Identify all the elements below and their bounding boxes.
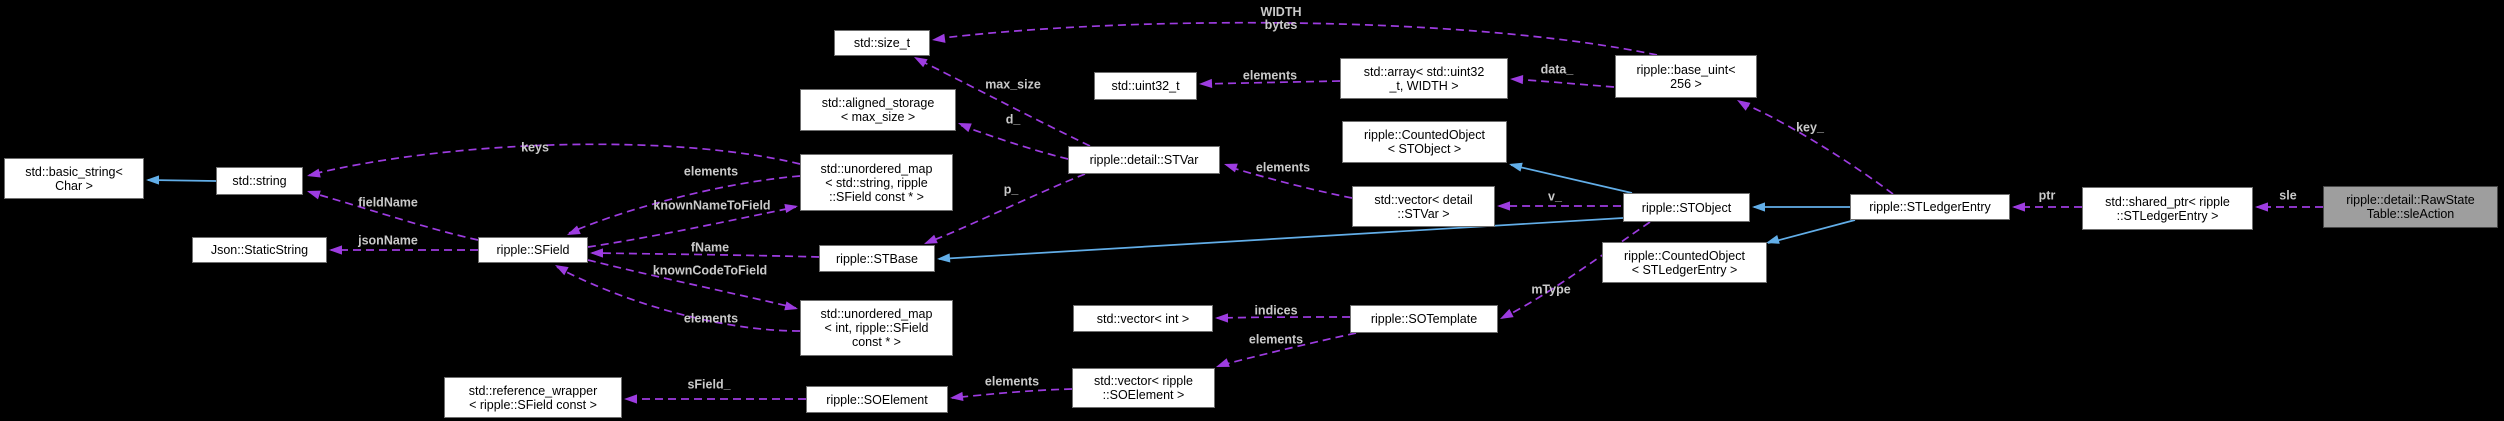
arrowhead-usage-icon xyxy=(784,301,798,311)
arrowhead-usage-icon xyxy=(2012,202,2025,212)
edge-usage-ripple-detail-stvar-to-ripple-stbase xyxy=(925,173,1086,244)
edge-usage-std-vector-soelement-to-ripple-soelement xyxy=(951,388,1073,399)
class-node-std-array-uint32-width[interactable]: std::array< std::uint32 _t, WIDTH > xyxy=(1340,58,1508,99)
arrowhead-usage-icon xyxy=(1215,313,1228,323)
edge-usage-std-vector-detail-stvar-to-ripple-detail-stvar xyxy=(1225,165,1353,199)
edge-usage-ripple-base-uint-256-to-std-array-uint32-width xyxy=(1511,78,1615,88)
edge-inheritance-ripple-stledgerentry-to-ripple-countedobject-stledgerentry xyxy=(1767,219,1856,244)
arrowhead-usage-icon xyxy=(914,57,928,68)
edge-usage-ripple-base-uint-256-to-std-size-t xyxy=(933,21,1658,56)
arrowhead-usage-icon xyxy=(590,248,603,258)
class-node-ripple-detail-stvar[interactable]: ripple::detail::STVar xyxy=(1068,146,1220,174)
arrowhead-usage-icon xyxy=(567,225,581,235)
class-node-ripple-countedobject-stobject[interactable]: ripple::CountedObject < STObject > xyxy=(1342,121,1507,163)
edge-usage-ripple-detail-stvar-to-std-aligned-storage xyxy=(959,124,1069,160)
edge-usage-std-unordered-map-int-sfield-to-ripple-sfield xyxy=(556,266,801,332)
arrowhead-usage-icon xyxy=(1224,163,1238,173)
edge-usage-ripple-sfield-to-std-unordered-map-string-sfield xyxy=(587,206,797,248)
edge-usage-ripple-sfield-to-std-unordered-map-int-sfield xyxy=(587,259,797,309)
class-node-std-string[interactable]: std::string xyxy=(216,167,303,195)
class-node-std-reference-wrapper-sfield[interactable]: std::reference_wrapper < ripple::SField … xyxy=(444,377,622,418)
class-node-ripple-stobject[interactable]: ripple::STObject xyxy=(1623,193,1750,222)
class-node-ripple-sfield[interactable]: ripple::SField xyxy=(478,237,588,263)
arrowhead-usage-icon xyxy=(1497,201,1510,211)
edge-usage-ripple-stobject-to-ripple-sotemplate xyxy=(1501,221,1651,319)
arrowhead-usage-icon xyxy=(329,245,342,255)
class-node-std-vector-soelement[interactable]: std::vector< ripple ::SOElement > xyxy=(1072,368,1215,408)
class-node-ripple-sotemplate[interactable]: ripple::SOTemplate xyxy=(1350,305,1498,333)
class-node-json-staticstring[interactable]: Json::StaticString xyxy=(192,237,327,263)
edge-inheritance-ripple-stobject-to-ripple-stbase xyxy=(938,217,1624,260)
edge-usage-ripple-sotemplate-to-std-vector-int xyxy=(1216,316,1351,319)
edge-usage-ripple-stledgerentry-to-ripple-base-uint-256 xyxy=(1738,101,1894,195)
arrowhead-usage-icon xyxy=(1216,358,1230,367)
class-node-ripple-base-uint-256[interactable]: ripple::base_uint< 256 > xyxy=(1615,55,1757,98)
class-node-std-unordered-map-int-sfield[interactable]: std::unordered_map < int, ripple::SField… xyxy=(800,300,953,356)
arrowhead-inheritance-icon xyxy=(937,253,951,263)
arrowhead-usage-icon xyxy=(307,168,321,178)
class-node-ripple-countedobject-stledgerentry[interactable]: ripple::CountedObject < STLedgerEntry > xyxy=(1602,242,1767,283)
class-node-std-shared-ptr-stledgerentry[interactable]: std::shared_ptr< ripple ::STLedgerEntry … xyxy=(2082,187,2253,230)
class-node-ripple-soelement[interactable]: ripple::SOElement xyxy=(806,386,948,413)
edge-usage-std-unordered-map-string-sfield-to-ripple-sfield xyxy=(568,175,801,234)
class-node-ripple-stbase[interactable]: ripple::STBase xyxy=(819,245,935,272)
arrowhead-usage-icon xyxy=(624,394,637,404)
edge-inheritance-ripple-stobject-to-ripple-countedobject-stobject xyxy=(1510,164,1633,194)
class-node-std-uint32-t[interactable]: std::uint32_t xyxy=(1094,72,1197,100)
edge-usage-ripple-sfield-to-std-string xyxy=(308,191,479,241)
class-node-std-vector-detail-stvar[interactable]: std::vector< detail ::STVar > xyxy=(1352,186,1495,227)
arrowhead-inheritance-icon xyxy=(1509,162,1523,172)
arrowhead-usage-icon xyxy=(2255,202,2268,212)
arrowhead-usage-icon xyxy=(924,234,938,244)
arrowhead-usage-icon xyxy=(958,123,972,133)
arrowhead-usage-icon xyxy=(784,204,798,214)
arrowhead-usage-icon xyxy=(950,391,964,402)
edge-usage-std-unordered-map-string-sfield-to-std-string xyxy=(308,143,801,176)
class-node-std-size-t[interactable]: std::size_t xyxy=(834,30,930,56)
arrowhead-usage-icon xyxy=(1500,308,1514,319)
arrowhead-inheritance-icon xyxy=(146,175,159,185)
arrowhead-usage-icon xyxy=(932,33,946,43)
edge-usage-ripple-stbase-to-ripple-sfield xyxy=(591,252,820,258)
edge-usage-ripple-sotemplate-to-std-vector-soelement xyxy=(1217,332,1357,367)
class-node-std-basic-string-char[interactable]: std::basic_string< Char > xyxy=(4,158,144,199)
edge-inheritance-std-string-to-std-basic-string-char xyxy=(147,179,217,182)
class-node-std-unordered-map-string-sfield[interactable]: std::unordered_map < std::string, ripple… xyxy=(800,154,953,211)
arrowhead-inheritance-icon xyxy=(1766,234,1780,244)
class-node-rawstatetable-sleaction: ripple::detail::RawState Table::sleActio… xyxy=(2323,186,2498,228)
arrowhead-usage-icon xyxy=(1510,74,1524,85)
class-node-std-aligned-storage[interactable]: std::aligned_storage < max_size > xyxy=(800,89,956,131)
arrowhead-usage-icon xyxy=(555,265,569,276)
arrowhead-usage-icon xyxy=(1737,100,1751,111)
arrowhead-usage-icon xyxy=(1199,78,1213,89)
arrowhead-usage-icon xyxy=(307,190,321,200)
arrowhead-inheritance-icon xyxy=(1752,202,1765,212)
edge-usage-std-aligned-storage-to-std-size-t xyxy=(916,58,1091,147)
class-node-ripple-stledgerentry[interactable]: ripple::STLedgerEntry xyxy=(1850,194,2010,220)
edge-usage-std-array-uint32-width-to-std-uint32-t xyxy=(1200,80,1341,85)
class-node-std-vector-int[interactable]: std::vector< int > xyxy=(1073,305,1213,332)
